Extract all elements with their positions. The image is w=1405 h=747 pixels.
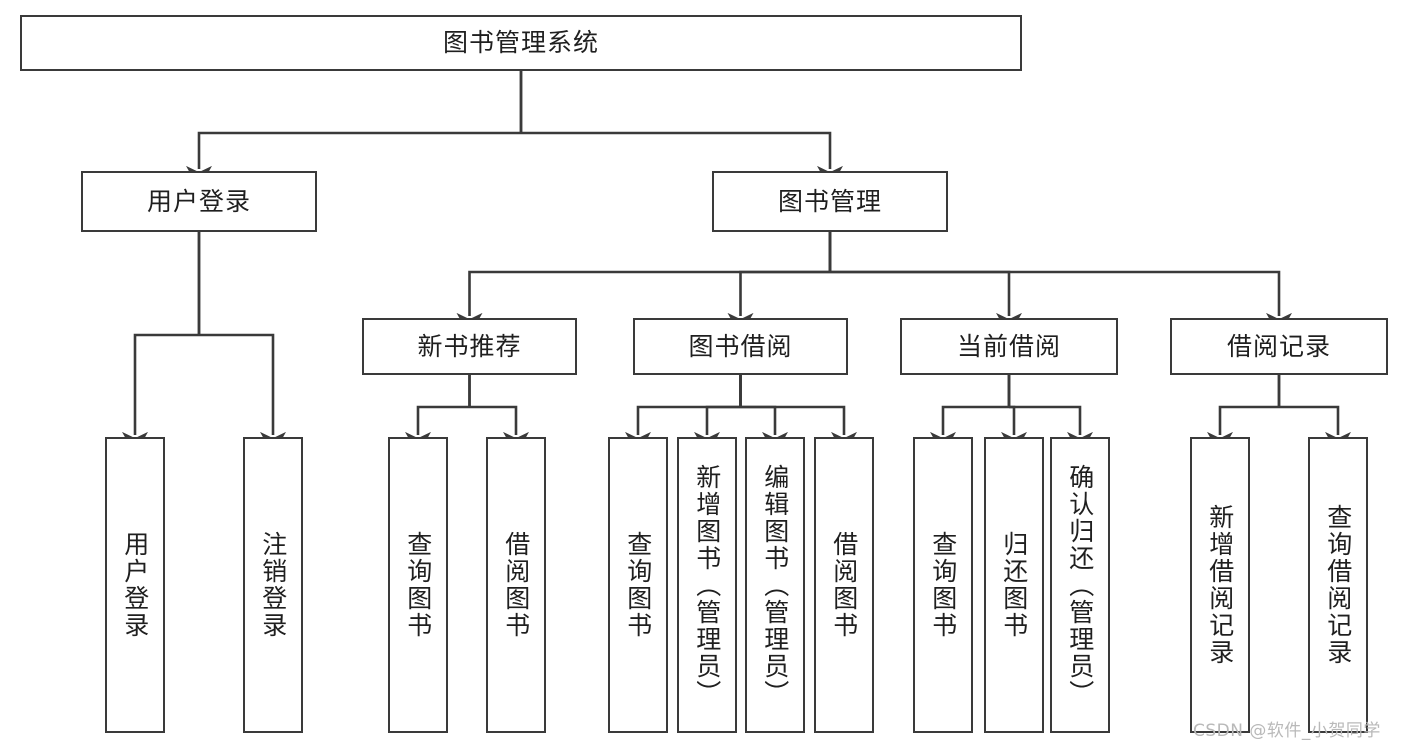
edge-login-to-leaf_login_1	[122, 333, 199, 456]
edge-borrow-to-leaf_bor_2	[694, 405, 741, 456]
node-leaf_new_2[interactable]: 借阅图书	[486, 437, 546, 733]
node-leaf_bor_2[interactable]: 新增图书（管理员）	[677, 437, 737, 733]
node-login[interactable]: 用户登录	[81, 171, 317, 232]
node-newbook[interactable]: 新书推荐	[362, 318, 577, 375]
node-label: 查询图书	[403, 531, 433, 639]
edge-newbook-to-leaf_new_2	[469, 405, 529, 456]
edge-login-to-leaf_login_2	[199, 333, 286, 456]
node-leaf_bor_4[interactable]: 借阅图书	[814, 437, 874, 733]
edge-records-to-leaf_rec_1	[1207, 405, 1279, 456]
node-leaf_login_1[interactable]: 用户登录	[105, 437, 165, 733]
node-label: 用户登录	[120, 531, 150, 639]
node-label: 注销登录	[258, 531, 288, 639]
node-leaf_rec_2[interactable]: 查询借阅记录	[1308, 437, 1368, 733]
edge-root-to-login	[186, 131, 521, 190]
node-label: 图书管理系统	[442, 28, 599, 57]
node-leaf_login_2[interactable]: 注销登录	[243, 437, 303, 733]
node-label: 用户登录	[146, 186, 251, 216]
node-label: 新增图书（管理员）	[692, 463, 722, 707]
edge-root-to-bookmgmt	[521, 131, 843, 190]
node-leaf_bor_1[interactable]: 查询图书	[608, 437, 668, 733]
edge-borrow-to-leaf_bor_3	[740, 405, 788, 456]
node-bookmgmt[interactable]: 图书管理	[712, 171, 948, 232]
edge-current-to-leaf_cur_2	[1001, 405, 1027, 456]
node-records[interactable]: 借阅记录	[1170, 318, 1388, 375]
node-label: 借阅图书	[829, 531, 859, 639]
node-leaf_new_1[interactable]: 查询图书	[388, 437, 448, 733]
edge-records-to-leaf_rec_2	[1279, 405, 1351, 456]
node-label: 当前借阅	[956, 331, 1061, 361]
edge-current-to-leaf_cur_1	[930, 405, 1009, 456]
node-label: 查询借阅记录	[1323, 504, 1353, 666]
edge-bookmgmt-to-records	[830, 270, 1292, 337]
node-label: 借阅记录	[1226, 331, 1331, 361]
node-current[interactable]: 当前借阅	[900, 318, 1118, 375]
node-root[interactable]: 图书管理系统	[20, 15, 1022, 71]
node-label: 新增借阅记录	[1205, 504, 1235, 666]
node-label: 图书借阅	[688, 331, 793, 361]
node-leaf_cur_2[interactable]: 归还图书	[984, 437, 1044, 733]
node-label: 查询图书	[623, 531, 653, 639]
node-label: 新书推荐	[417, 331, 522, 361]
node-leaf_cur_3[interactable]: 确认归还（管理员）	[1050, 437, 1110, 733]
edge-bookmgmt-to-borrow	[727, 270, 830, 337]
node-borrow[interactable]: 图书借阅	[633, 318, 848, 375]
node-leaf_bor_3[interactable]: 编辑图书（管理员）	[745, 437, 805, 733]
edge-borrow-to-leaf_bor_1	[625, 405, 741, 456]
node-label: 查询图书	[928, 531, 958, 639]
node-leaf_rec_1[interactable]: 新增借阅记录	[1190, 437, 1250, 733]
node-label: 确认归还（管理员）	[1065, 463, 1095, 707]
node-label: 借阅图书	[501, 531, 531, 639]
edge-current-to-leaf_cur_3	[1009, 405, 1093, 456]
edge-borrow-to-leaf_bor_4	[740, 405, 857, 456]
edge-bookmgmt-to-newbook	[456, 270, 830, 337]
edge-bookmgmt-to-current	[830, 270, 1022, 337]
csdn-watermark: CSDN @软件_小贺同学	[1193, 721, 1381, 741]
node-label: 归还图书	[999, 531, 1029, 639]
edge-newbook-to-leaf_new_1	[405, 405, 470, 456]
node-label: 图书管理	[777, 186, 882, 216]
node-leaf_cur_1[interactable]: 查询图书	[913, 437, 973, 733]
node-label: 编辑图书（管理员）	[760, 463, 790, 707]
